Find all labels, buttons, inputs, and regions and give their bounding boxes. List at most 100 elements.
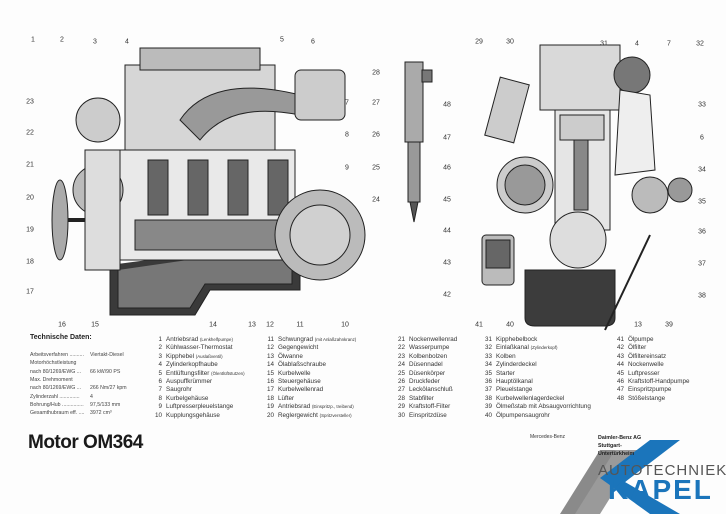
callout-number: 43 [443,259,451,267]
callout-number: 13 [634,321,642,329]
legend-label: Kraftstoff-Handpumpe [628,378,690,385]
legend-label: Hauptölkanal [496,378,533,385]
technical-data-row: nach 80/1269/EWG ...66 kW/90 PS [30,368,120,375]
injector-drawing [404,61,433,223]
legend-note: (Ölentlüftstutzen) [211,370,245,376]
legend-number: 8 [158,394,162,402]
legend-number: 18 [266,394,274,402]
legend-number: 41 [616,336,624,343]
callout-number: 48 [443,101,451,109]
tech-value: Viertakt-Diesel [90,352,124,358]
legend-number: 44 [616,361,624,369]
legend-note: (Spritzversteller) [319,412,352,418]
callout-number: 41 [475,321,483,329]
legend-note: (Auslaßventil) [195,353,223,359]
callout-number: 17 [26,288,34,296]
legend-label: Reglergewicht [278,411,318,419]
callout-number: 20 [26,194,34,202]
legend-label: Pleuelstange [496,386,533,394]
legend-number: 7 [158,386,162,394]
callout-number: 26 [372,131,380,139]
legend-number: 15 [266,369,274,377]
legend-item: 37 Pleuelstange [480,386,532,393]
legend-note: (Einspritzp., treibend) [311,404,354,410]
callout-number: 37 [698,260,706,268]
brand-label: Mercedes-Benz [530,434,566,440]
legend-label: Lüfter [278,394,295,402]
callout-number: 18 [26,258,34,266]
legend-label: Ölwanne [278,352,303,360]
technical-data-title: Technische Daten: [30,334,92,341]
legend-label: Luftpresser [628,369,660,377]
legend-number: 48 [616,394,624,402]
tech-label: Max. Drehmoment [30,376,73,383]
callout-number: 35 [698,198,706,206]
legend-number: 3 [158,352,162,360]
legend-number: 31 [484,336,492,343]
legend-label: Steuergehäuse [278,378,321,385]
legend-number: 9 [158,403,162,411]
callout-number: 7 [345,99,349,107]
legend-number: 1 [158,336,162,343]
legend-number: 2 [158,344,162,352]
tech-label: Arbeitsverfahren .......... [30,352,84,358]
callout-number: 2 [60,36,64,44]
legend-number: 19 [266,403,274,411]
legend-label: Stabfilter [409,394,434,402]
legend-label: Entlüftungsfilter [166,369,210,377]
legend-note: (Zylinderkopf) [530,345,558,351]
tech-label: nach 80/1269/EWG ... [30,368,82,375]
callout-number: 47 [443,134,451,142]
legend-number: 10 [154,411,162,419]
callout-number: 19 [26,226,34,234]
legend-number: 4 [158,361,162,369]
legend-label: Nockenwelle [628,361,664,369]
legend-number: 46 [616,378,624,385]
legend-label: Gegengewicht [278,344,319,352]
technical-data-row: Gesamthubraum eff. ....3972 cm³ [30,410,112,416]
legend-label: Einspritzdüse [409,411,447,419]
autotechniek-kapel-logo [560,440,680,514]
callout-number: 7 [667,40,671,48]
callout-number: 21 [26,161,34,169]
technical-data-row: Motorhöchstleistung [30,360,76,366]
tech-label: Bohrung/Hub ............... [30,401,84,408]
callout-number: 6 [311,38,315,46]
legend-number: 16 [266,378,274,385]
callout-number: 12 [266,321,274,329]
legend-number: 6 [158,378,162,385]
watermark-line1: AUTOTECHNIEK [598,462,726,479]
legend-number: 37 [484,386,492,394]
callout-number: 13 [248,321,256,329]
legend-number: 33 [484,352,492,360]
callout-number: 25 [372,164,380,172]
technical-data-row: Bohrung/Hub ...............97,5/133 mm [30,401,120,408]
technical-data-row: Zylinderzahl ..............4 [30,394,93,400]
callout-number: 34 [698,166,706,174]
page-title: Motor OM364 [28,432,143,453]
callout-number: 5 [280,36,284,44]
technical-data-row: nach 80/1269/EWG ...266 Nm/27 kpm [30,385,127,391]
callout-number: 6 [700,134,704,142]
legend-item: 46 Kraftstoff-Handpumpe [612,378,690,385]
legend-label: Ölpumpensaugrohr [496,411,550,419]
